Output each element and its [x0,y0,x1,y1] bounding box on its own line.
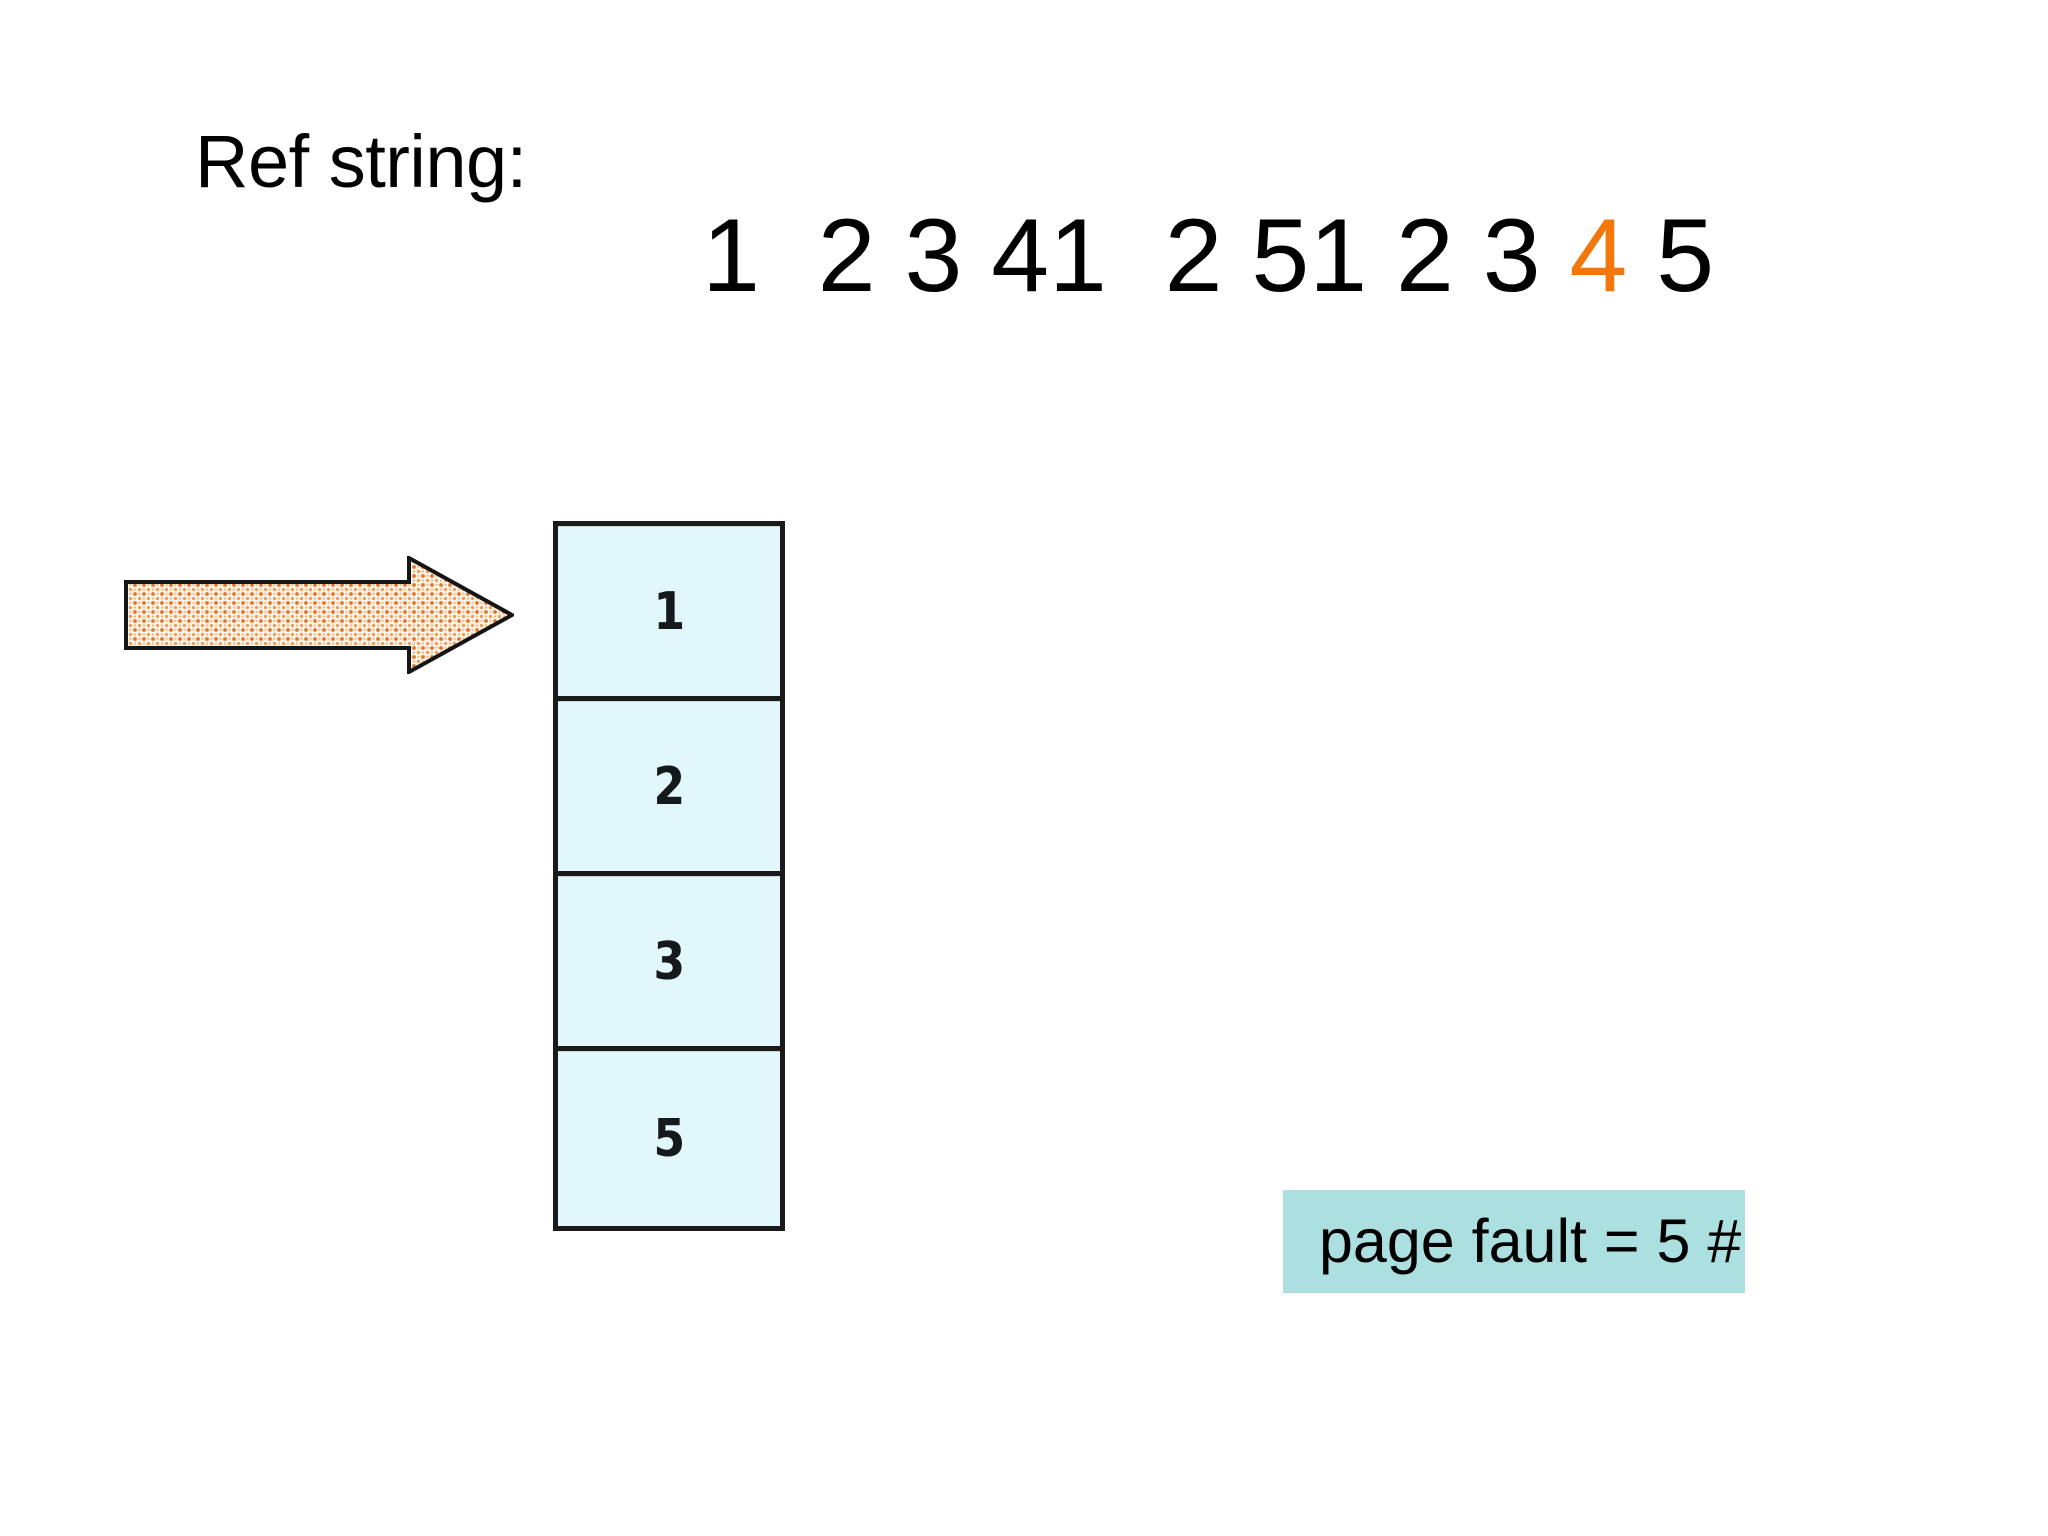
memory-frame-value: 1 [653,581,685,642]
pointer-arrow [124,556,514,674]
memory-frame-cell[interactable]: 1 [558,526,780,701]
memory-frame-value: 5 [653,1109,685,1169]
reference-string-current-digit: 4 [1569,198,1628,314]
reference-string-sequence: 1 2 3 41 2 51 2 3 4 5 [529,100,1714,412]
reference-string-segment-after: 5 [1627,198,1715,314]
reference-string-label: Ref string: [195,120,527,203]
memory-frame-cell[interactable]: 3 [558,876,780,1051]
memory-frame-value: 3 [653,931,685,992]
right-arrow-icon [124,556,514,674]
page-fault-badge: page fault = 5 # [1283,1190,1745,1293]
memory-frame-stack: 1 2 3 5 [553,521,785,1231]
memory-frame-cell[interactable]: 2 [558,701,780,876]
reference-string-row: Ref string: 1 2 3 41 2 51 2 3 4 5 [195,100,1714,412]
memory-frame-cell[interactable]: 5 [558,1051,780,1226]
page-fault-text: page fault = 5 # [1319,1207,1742,1275]
memory-frame-value: 2 [653,756,685,817]
reference-string-segment-before: 1 2 3 41 2 51 2 3 [702,198,1570,314]
